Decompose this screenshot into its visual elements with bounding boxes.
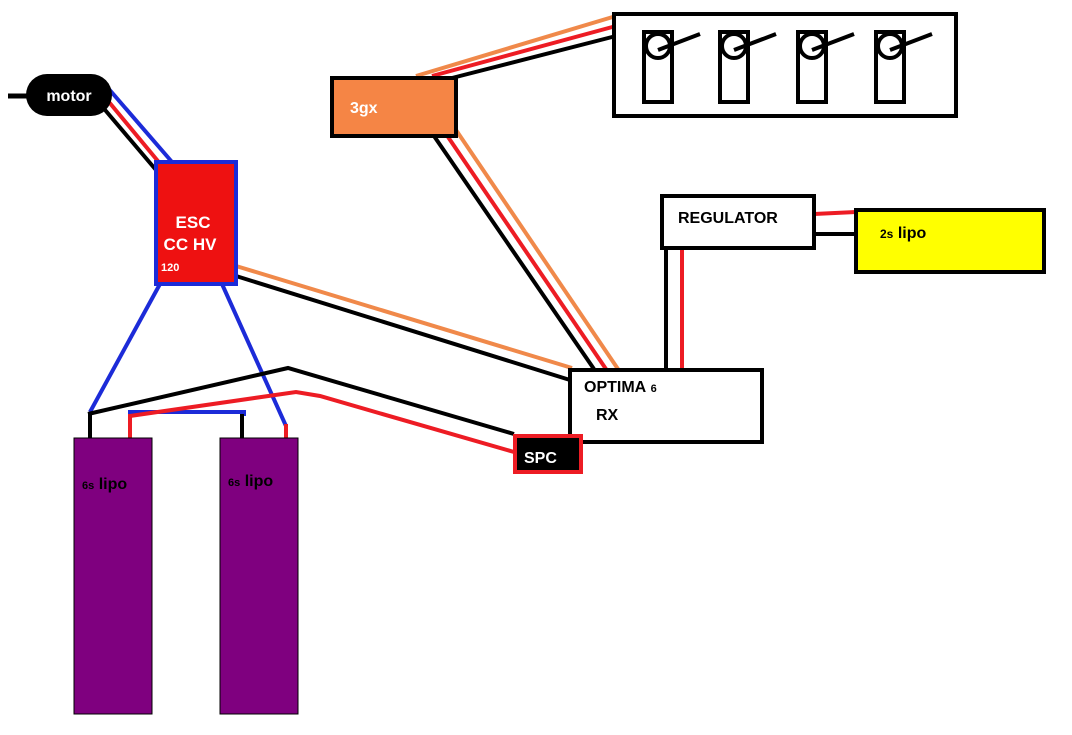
receiver-model-suffix: 6 — [651, 383, 657, 395]
lipo-2s-label: 2s lipo — [880, 225, 926, 242]
lipo-2s: 2s lipo — [854, 208, 1046, 274]
receiver-label-line1: OPTIMA 6 — [584, 379, 657, 396]
motor: motor — [8, 74, 112, 116]
servo-arm — [733, 32, 777, 52]
esc-box — [154, 160, 238, 286]
receiver: OPTIMA 6 RX — [568, 368, 764, 444]
spc-box — [513, 434, 583, 474]
motor-body — [26, 74, 112, 116]
esc-label-line1: ESC — [176, 213, 211, 232]
wire-motor-esc-red — [102, 94, 164, 168]
gyro-box — [330, 76, 458, 138]
esc-label-line3: 120 — [161, 262, 179, 274]
lipo-6s-right-box — [219, 437, 299, 715]
gyro-3gx: 3gx — [330, 76, 458, 138]
receiver-label-line2: RX — [596, 407, 619, 424]
receiver-box — [568, 368, 764, 444]
wire-spc-red — [129, 389, 515, 454]
lipo-6s-left-label: 6s lipo — [82, 476, 127, 493]
wire-esc-lipo-right-blue — [220, 283, 288, 427]
servo-arm — [811, 32, 855, 52]
wire-spc-black — [87, 365, 515, 436]
regulator-label: REGULATOR — [678, 210, 778, 227]
lipo-6s-left-word: lipo — [99, 476, 128, 493]
spc-unit: SPC — [513, 434, 583, 474]
wire-gyro-servo-black — [451, 34, 617, 80]
lipo-6s-right-prefix: 6s — [228, 477, 240, 489]
wire-motor-esc-blue — [106, 86, 174, 164]
regulator-box — [660, 194, 816, 250]
wire-gyro-rx-red — [444, 132, 610, 374]
wire-reg-2s-red — [813, 210, 857, 216]
lipo-2s-word: lipo — [898, 225, 927, 242]
lipo-6s-right: 6s lipo — [219, 437, 299, 715]
spc-label: SPC — [524, 450, 557, 467]
lipo-6s-left-prefix: 6s — [82, 480, 94, 492]
servo-1 — [642, 30, 701, 104]
motor-label: motor — [46, 88, 91, 105]
wire-esc-lipo-left-blue — [88, 283, 162, 413]
lipo-6s-left-box — [73, 437, 153, 715]
servo-bank — [612, 12, 958, 118]
lipo-2s-prefix: 2s — [880, 227, 894, 241]
wire-gyro-servo-orange — [415, 14, 617, 78]
servo-4 — [874, 30, 933, 104]
wire-esc-rx-orange — [235, 264, 573, 370]
lipo-6s-right-word: lipo — [245, 473, 274, 490]
regulator: REGULATOR — [660, 194, 816, 250]
wire-gyro-rx-orange — [454, 128, 622, 374]
wire-esc-rx-black — [235, 274, 571, 382]
lipo-6s-left: 6s lipo — [73, 437, 153, 715]
lipo-2s-box — [854, 208, 1046, 274]
lipo-6s-right-label: 6s lipo — [228, 473, 273, 490]
wire-gyro-rx-black — [432, 134, 598, 374]
servo-3 — [796, 30, 855, 104]
wires — [87, 14, 857, 454]
servo-2 — [718, 30, 777, 104]
servo-arm — [657, 32, 701, 52]
gyro-label: 3gx — [350, 100, 378, 117]
receiver-model: OPTIMA — [584, 379, 647, 396]
wire-motor-esc-black — [98, 102, 158, 172]
wire-gyro-servo-red — [431, 24, 617, 78]
servo-arm — [889, 32, 933, 52]
esc-label-line2: CC HV — [164, 235, 218, 254]
esc: ESC CC HV 120 — [154, 160, 238, 286]
